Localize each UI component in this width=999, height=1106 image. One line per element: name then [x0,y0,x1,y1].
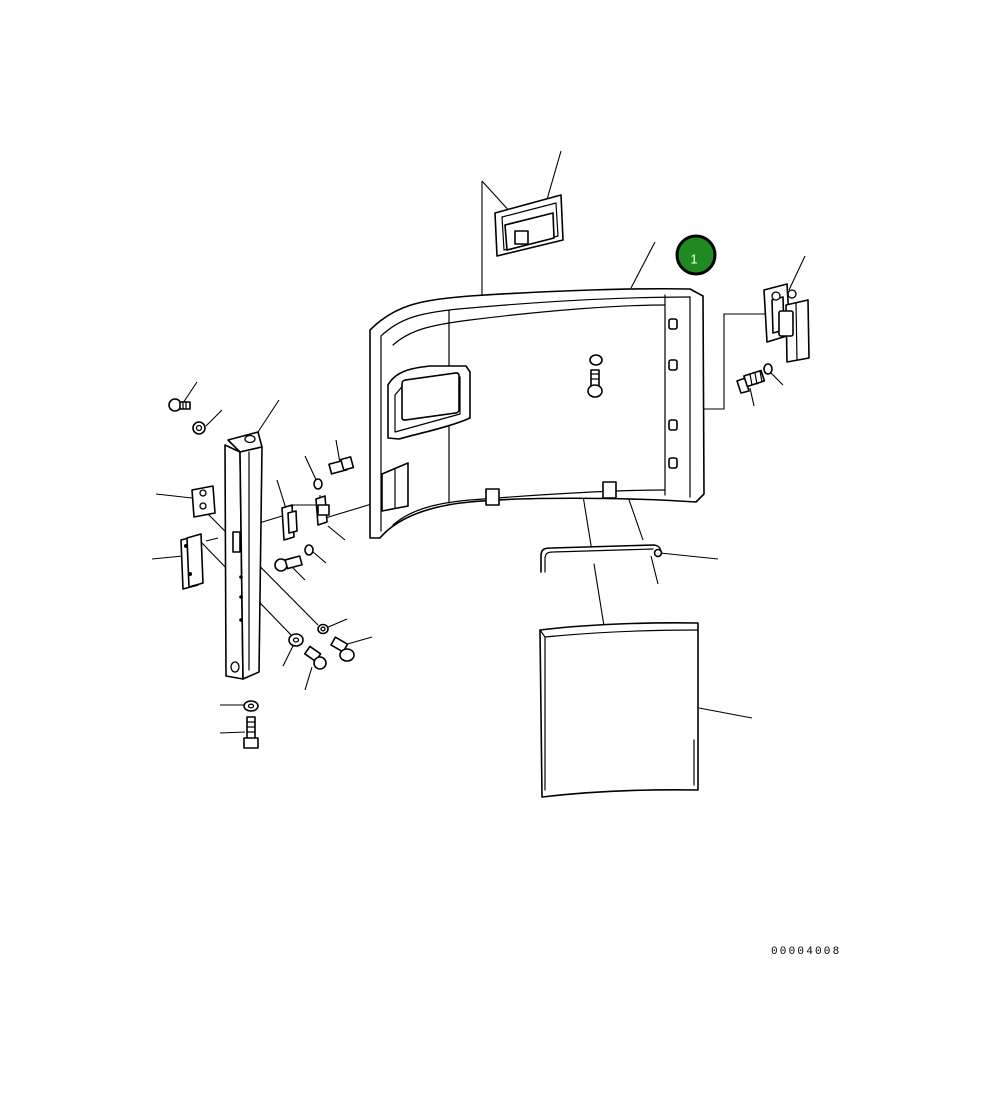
bolt-lower-b [303,645,327,670]
washer-bottom [243,700,259,712]
washer-middle-upper [313,478,323,490]
drawing-number: 00004008 [771,946,842,958]
washer-lower-b [288,633,304,647]
hinge-bolt [736,369,766,394]
striker-bracket [180,533,204,590]
washer-lower-a [317,623,329,635]
washer-middle-lower [304,544,314,556]
hinge-assembly [763,283,810,363]
latch-bracket-b [315,495,330,526]
bolt-top-left [168,398,191,412]
panel-washer [589,354,603,366]
bolt-middle-upper [328,456,355,475]
callout-marker: 1 [675,234,717,276]
panel-bolt [587,369,603,398]
spacer-top-left [192,421,206,435]
vertical-support-bar [224,431,263,680]
mounting-plate [191,485,216,518]
latch-bracket-a [281,504,298,541]
cover-plate-small [494,194,564,257]
callout-number: 1 [690,252,697,267]
bolt-lower-a [330,636,355,662]
bolt-bottom [243,716,259,749]
bolt-middle-lower [274,555,303,572]
latch-rod [540,544,663,573]
main-door-panel [369,287,705,539]
liner-sheet [539,622,699,798]
hinge-washer [763,363,773,375]
